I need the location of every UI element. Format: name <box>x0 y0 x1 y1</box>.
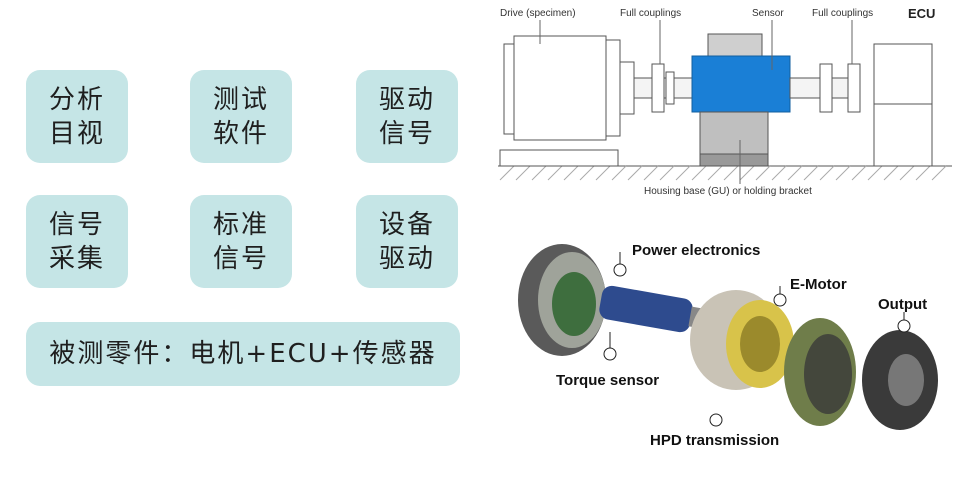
tile-standard-signal: 标准信号 <box>190 195 292 288</box>
tile-line: 驱动 <box>378 243 435 274</box>
tile-analysis-visual: 分析目视 <box>26 70 128 163</box>
tile-line: 信号 <box>48 209 105 240</box>
label-hpd-transmission: HPD transmission <box>650 432 780 449</box>
tile-line: 设备 <box>378 209 435 240</box>
dut-banner: 被测零件：电机+ECU+传感器 <box>26 322 460 386</box>
tile-line: 分析 <box>48 84 105 115</box>
tile-line: 软件 <box>212 118 269 149</box>
tile-line: 目视 <box>48 118 105 149</box>
tile-device-drive: 设备驱动 <box>356 195 458 288</box>
label-coupling-right: Full couplings <box>812 8 874 19</box>
label-e-motor: E-Motor <box>790 276 847 293</box>
tile-line: 标准 <box>212 209 269 240</box>
tile-signal-acquisition: 信号采集 <box>26 195 128 288</box>
tile-drive-signal: 驱动信号 <box>356 70 458 163</box>
label-sensor: Sensor <box>752 8 784 19</box>
label-torque-sensor: Torque sensor <box>556 372 660 389</box>
banner-text: 被测零件：电机+ECU+传感器 <box>49 339 437 369</box>
tile-line: 驱动 <box>378 84 435 115</box>
label-power-electronics: Power electronics <box>632 242 761 259</box>
label-coupling-left: Full couplings <box>620 8 682 19</box>
label-ecu: ECU <box>908 6 936 21</box>
label-output: Output <box>878 296 928 313</box>
label-drive: Drive (specimen) <box>500 8 576 19</box>
tile-line: 测试 <box>212 84 269 115</box>
tile-test-software: 测试软件 <box>190 70 292 163</box>
motor-exploded-view <box>518 244 938 430</box>
tile-line: 采集 <box>48 243 105 274</box>
label-housing-base: Housing base (GU) or holding bracket <box>644 186 812 197</box>
tile-line: 信号 <box>378 118 435 149</box>
tile-line: 信号 <box>212 243 269 274</box>
